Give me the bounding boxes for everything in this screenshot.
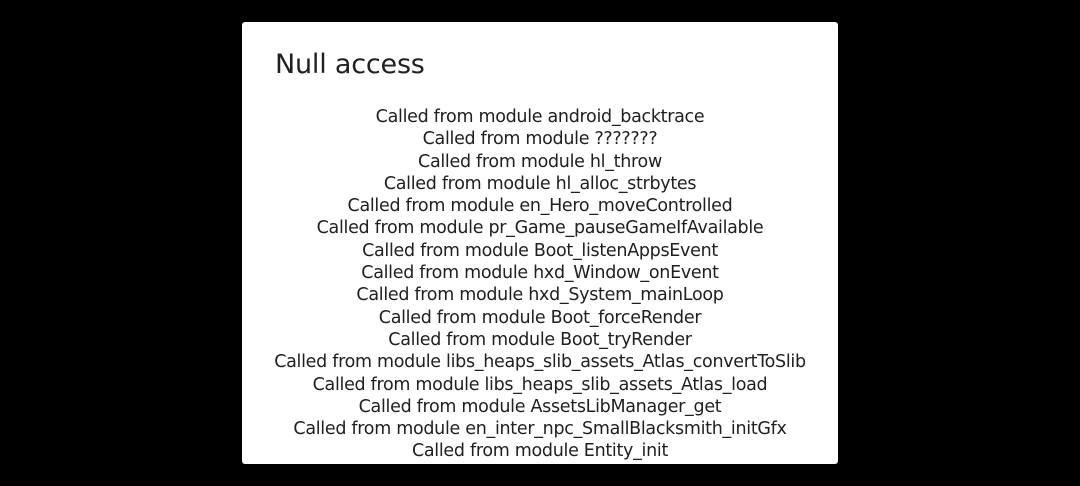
dialog-title: Null access [275, 49, 425, 80]
error-dialog: Null access Called from module android_b… [242, 22, 838, 464]
stack-trace-line: Called from module hl_throw [418, 151, 662, 172]
stack-trace-line: Called from module pr_Game_pauseGameIfAv… [316, 218, 764, 239]
stack-trace-line: Called from module Boot_forceRender [378, 307, 702, 328]
stack-trace-line: Called from module Entity_init [411, 441, 669, 462]
stack-trace-line: Called from module libs_heaps_slib_asset… [274, 352, 806, 373]
stack-trace-line: Called from module libs_heaps_slib_asset… [312, 374, 768, 395]
stack-trace-line: Called from module hxd_System_mainLoop [356, 285, 724, 306]
stack-trace-line: Called from module Boot_tryRender [388, 329, 692, 350]
stack-trace-line: Called from module android_backtrace [375, 107, 705, 127]
stack-trace-line: Called from module en_Hero_moveControlle… [347, 196, 733, 217]
stack-trace-line: Called from module hxd_Window_onEvent [361, 263, 719, 284]
stack-trace-list: Called from module android_backtrace Cal… [242, 106, 838, 463]
stack-trace-line: Called from module AssetsLibManager_get [358, 396, 722, 417]
stack-trace-line: Called from module Boot_listenAppsEvent [362, 240, 718, 261]
stack-trace-line: Called from module en_inter_npc_SmallBla… [293, 419, 787, 440]
stack-trace-line: Called from module ??????? [422, 129, 658, 150]
stack-trace-line: Called from module hl_alloc_strbytes [383, 173, 697, 194]
